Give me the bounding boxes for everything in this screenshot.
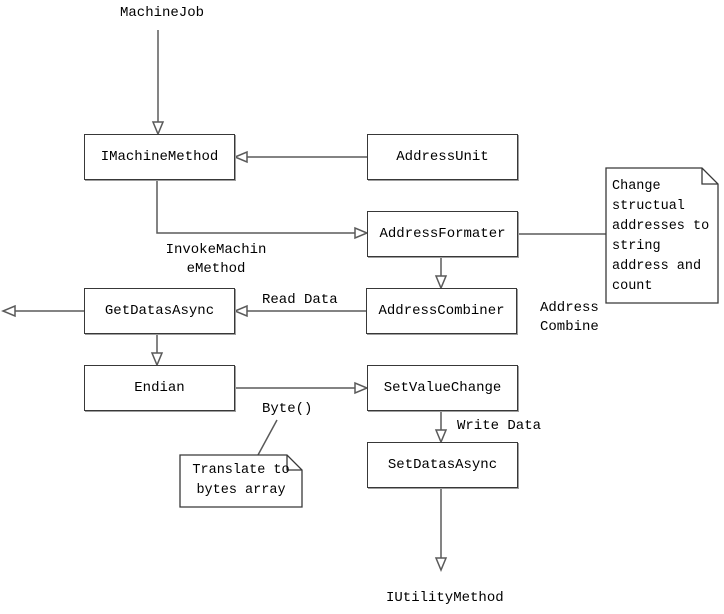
node-addressunit-label: AddressUnit — [396, 149, 489, 165]
edge-endian-to-setvaluechange — [235, 381, 369, 395]
node-endian-label: Endian — [134, 380, 185, 396]
edge-addressformater-to-addresscombiner — [434, 257, 448, 290]
node-getdatasasync-label: GetDatasAsync — [104, 303, 215, 319]
edge-getdatasasync-to-endian — [150, 333, 164, 367]
label-address-combine: Address Combine — [540, 300, 599, 335]
node-getdatasasync: GetDatasAsync — [84, 288, 235, 334]
edge-getdatasasync-out-left — [1, 304, 84, 318]
edge-setvaluechange-to-setdatasasync — [434, 411, 448, 444]
node-addresscombiner-label: AddressCombiner — [378, 303, 505, 319]
node-endian: Endian — [84, 365, 235, 411]
node-setdatasasync-label: SetDatasAsync — [387, 457, 498, 473]
node-addressformater-label: AddressFormater — [379, 226, 506, 242]
edge-machinejob-to-imachinemethod — [151, 30, 165, 136]
node-addresscombiner: AddressCombiner — [366, 288, 517, 334]
node-imachinemethod: IMachineMethod — [84, 134, 235, 180]
node-setdatasasync: SetDatasAsync — [367, 442, 518, 488]
label-write-data: Write Data — [457, 418, 542, 434]
node-imachinemethod-label: IMachineMethod — [100, 149, 219, 165]
node-addressunit: AddressUnit — [367, 134, 518, 180]
label-machinejob: MachineJob — [120, 5, 205, 21]
edge-imachinemethod-to-addressformater — [156, 180, 369, 240]
edge-addressunit-to-imachinemethod — [233, 150, 367, 164]
node-setvaluechange-label: SetValueChange — [383, 380, 502, 396]
label-read-data: Read Data — [262, 292, 338, 308]
label-byte-call: Byte() — [262, 401, 313, 417]
node-addressformater: AddressFormater — [367, 211, 518, 257]
node-setvaluechange: SetValueChange — [367, 365, 518, 411]
edge-note-to-byte — [257, 419, 278, 456]
note-change-structural-text: Change structual addresses to string add… — [612, 179, 710, 294]
edge-setdatasasync-to-iutilitymethod — [434, 487, 448, 572]
label-invokemachinemethod: InvokeMachin eMethod — [165, 242, 267, 277]
label-iutilitymethod: IUtilityMethod — [386, 590, 504, 606]
note-translate-bytes-text: Translate to bytes array — [192, 463, 290, 498]
